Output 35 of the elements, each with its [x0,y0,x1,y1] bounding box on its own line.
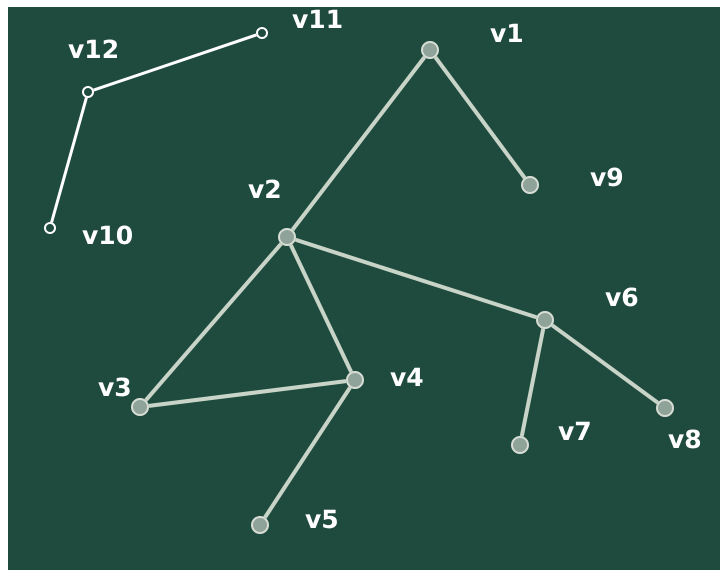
vertex-label: v2 [248,175,282,204]
graph-edge [263,386,352,519]
vertex-label: v7 [558,417,592,446]
graph-vertex [521,176,539,194]
graph-vertex [656,399,674,417]
graph-edge [50,97,88,223]
vertex-label: v4 [390,363,424,392]
graph-vertex [44,222,56,234]
graph-vertex [256,27,268,39]
graph-edge [144,242,283,402]
graph-edge [290,56,426,232]
vertex-label: v1 [490,19,524,48]
vertex-label: v6 [605,283,639,312]
graph-edge [294,238,538,320]
graph-vertex [346,371,364,389]
graph-vertex [421,41,439,59]
graph-vertex [536,311,554,329]
graph-vertex [511,436,529,454]
vertex-label: v3 [98,373,132,402]
graph-edge [434,56,526,179]
vertex-label: v9 [590,163,624,192]
graph-vertex [251,516,269,534]
vertex-label: v12 [68,35,120,64]
vertex-label: v11 [292,5,344,34]
graph-edge [93,34,257,92]
graph-edge [148,379,346,408]
vertex-label: v8 [668,425,702,454]
graph-edge [520,328,546,437]
graph-edge [551,324,659,404]
graph-vertex [131,398,149,416]
vertex-label: v10 [82,221,134,250]
graph-vertex [82,86,94,98]
graph-edge [289,244,353,373]
graph-vertex [278,228,296,246]
vertex-label: v5 [305,505,339,534]
